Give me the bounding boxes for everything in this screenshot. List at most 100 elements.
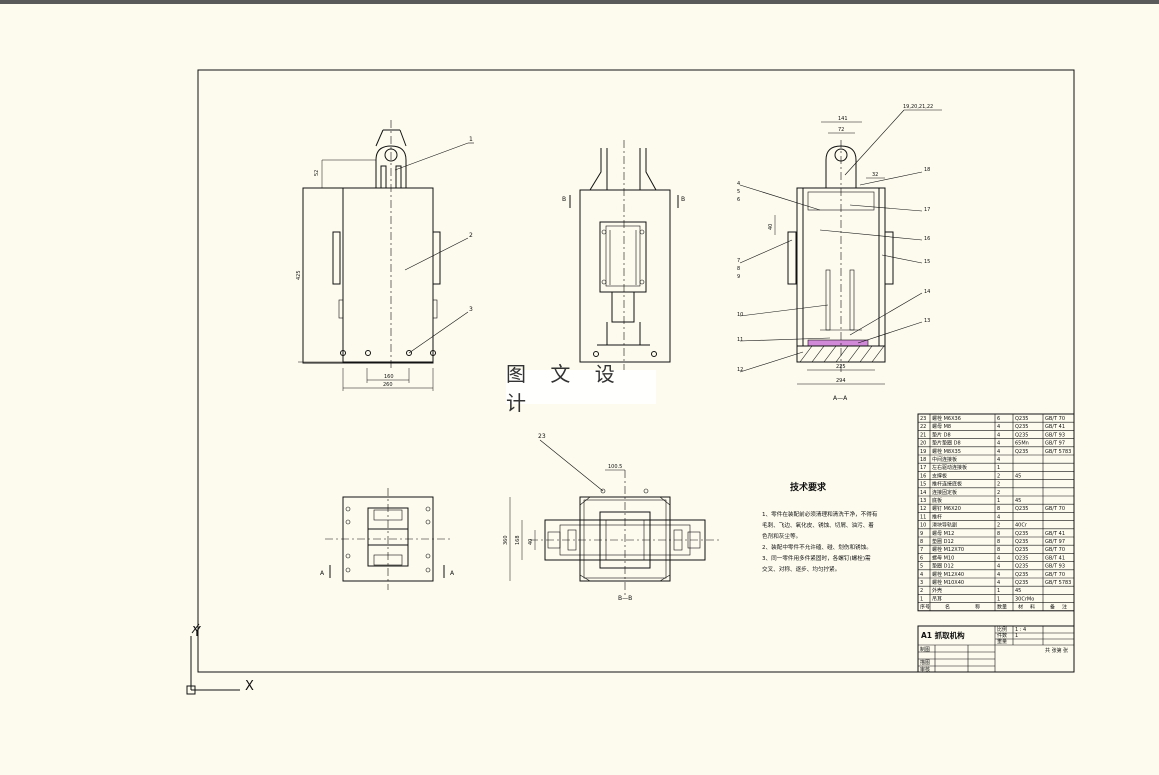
balloon-9: 9 [737, 274, 740, 280]
dim-front-bolt: 160 [384, 374, 394, 380]
balloon-7: 7 [737, 258, 740, 264]
notes-title: 技术要求 [790, 481, 827, 493]
front-view [298, 120, 474, 391]
bom-cell-no: 4 [920, 572, 923, 578]
bom-cell-qty: 8 [997, 506, 1000, 512]
bom-cell-mat: Q235 [1015, 539, 1028, 545]
balloon-11: 11 [737, 337, 743, 343]
cad-canvas[interactable]: .ln { stroke:#111; stroke-width:1; fill:… [0, 4, 1159, 775]
balloon-3: 3 [469, 306, 473, 313]
side-view [569, 140, 679, 370]
bom-cell-name: 底板 [932, 497, 942, 504]
bom-header-cell: 数量 [997, 604, 1007, 611]
bom-cell-qty: 4 [997, 424, 1000, 430]
bom-cell-name: 螺栓 M6X36 [932, 415, 961, 422]
bom-cell-mat: Q235 [1015, 564, 1028, 570]
section-bb-view [509, 439, 720, 595]
bom-cell-no: 2 [920, 588, 923, 594]
bom-cell-qty: 1 [997, 588, 1000, 594]
dim-front-width: 260 [383, 382, 393, 388]
bom-cell-qty: 4 [997, 564, 1000, 570]
dim-front-lug: 52 [314, 170, 320, 176]
bom-cell-qty: 4 [997, 449, 1000, 455]
bom-cell-name: 左右驱动连接板 [932, 464, 967, 471]
bom-cell-mat: Q235 [1015, 531, 1028, 537]
section-aa-view [739, 109, 942, 385]
bom-cell-no: 23 [920, 416, 926, 422]
ucs-x-label: X [245, 679, 254, 694]
bom-cell-mat: 30CrMo [1015, 596, 1034, 602]
bom-cell-qty: 2 [997, 482, 1000, 488]
bom-cell-std: GB/T 93 [1045, 432, 1065, 438]
section-a-left: A [320, 570, 325, 577]
bom-cell-name: 螺钉 M6X20 [932, 505, 961, 512]
scale-value: 1 : 4 [1015, 627, 1026, 633]
balloon-6: 6 [737, 197, 740, 203]
bom-cell-name: 吊耳 [932, 596, 942, 602]
dim-aa-rail: 40 [768, 224, 774, 230]
bom-cell-qty: 8 [997, 547, 1000, 553]
bom-cell-no: 13 [920, 498, 926, 504]
section-a-right: A [450, 570, 455, 577]
bom-cell-no: 19 [920, 449, 926, 455]
bom-cell-qty: 4 [997, 580, 1000, 586]
dim-bb-inner: 168 [515, 535, 521, 545]
note-line: 色剂和灰尘等。 [762, 532, 801, 540]
bom-cell-no: 20 [920, 441, 926, 447]
bom-cell-no: 14 [920, 490, 926, 496]
bom-cell-std: GB/T 70 [1045, 506, 1065, 512]
bom-cell-qty: 4 [997, 514, 1000, 520]
bom-header-cell: 注 [1062, 604, 1067, 611]
bom-cell-mat: Q235 [1015, 424, 1028, 430]
dim-aa-side: 32 [872, 172, 878, 178]
balloon-18: 18 [924, 167, 930, 173]
title-block [917, 625, 1075, 673]
bom-cell-name: 螺栓 M12X40 [932, 571, 964, 578]
bom-cell-no: 7 [920, 547, 923, 553]
balloon-1: 1 [469, 136, 473, 143]
bom-header-cell: 备 [1050, 604, 1055, 611]
bom-cell-name: 螺母 M8 [932, 423, 951, 430]
bom-cell-mat: 40Cr [1015, 523, 1028, 529]
bom-cell-qty: 2 [997, 473, 1000, 479]
balloon-14: 14 [924, 289, 930, 295]
bom-cell-name: 滑块导轨副 [932, 522, 957, 529]
bom-cell-name: 外壳 [932, 587, 942, 594]
bom-cell-std: GB/T 97 [1045, 441, 1065, 447]
reviewer-label: 审核 [920, 666, 930, 673]
bom-cell-name: 垫圈 D12 [932, 538, 954, 545]
bom-cell-no: 16 [920, 473, 926, 479]
bom-cell-mat: 65Mn [1015, 441, 1029, 447]
balloon-16: 16 [924, 236, 930, 242]
dim-aa-outer: 294 [836, 378, 846, 384]
note-line: 毛刺、飞边、氧化皮、锈蚀、切屑、油污、着 [762, 521, 874, 529]
note-line: 交叉、对称、逐步、均匀拧紧。 [762, 565, 840, 573]
section-bb-label: B—B [618, 595, 632, 602]
bom-cell-mat: Q235 [1015, 580, 1028, 586]
bom-cell-no: 1 [920, 596, 923, 602]
bom-cell-mat: 45 [1015, 498, 1021, 504]
bom-cell-std: GB/T 70 [1045, 572, 1065, 578]
section-b-left: B [562, 196, 566, 203]
ucs-icon [186, 623, 240, 695]
bom-header-cell: 名 [945, 604, 950, 611]
bom-cell-qty: 8 [997, 531, 1000, 537]
top-bar [0, 0, 1159, 4]
balloon-10: 10 [737, 312, 743, 318]
bom-header-cell: 料 [1030, 604, 1035, 611]
bom-cell-name: 中间连接板 [932, 456, 957, 463]
bom-cell-no: 10 [920, 523, 926, 529]
balloon-8: 8 [737, 266, 740, 272]
bom-cell-qty: 8 [997, 539, 1000, 545]
dim-front-height: 425 [296, 270, 302, 280]
balloon-12: 12 [737, 367, 743, 373]
